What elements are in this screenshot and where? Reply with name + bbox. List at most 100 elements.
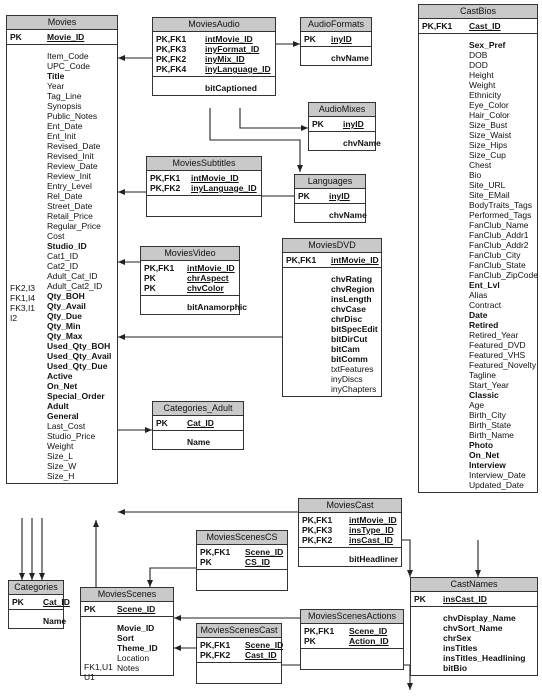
attribute-column: Rel_Date [47, 191, 83, 201]
pk-column: intMovie_ID [205, 34, 253, 44]
index-key-label: FK2,I3 [10, 283, 36, 293]
pk-column: chrAspect [187, 273, 229, 283]
attribute-column: Tagline [469, 370, 496, 380]
index-key-label: U1 [84, 672, 95, 682]
attribute-column: Synopsis [47, 101, 82, 111]
attribute-column: General [47, 411, 79, 421]
key-label: PK,FK2 [302, 535, 333, 545]
pk-column: intMovie_ID [187, 263, 235, 273]
key-label: PK,FK1 [156, 34, 187, 44]
attribute-column: Contract [469, 300, 502, 310]
pk-column: inyLanguage_ID [191, 183, 257, 193]
attribute-column: Size_Bust [469, 120, 508, 130]
attribute-column: FanClub_Addr2 [469, 240, 529, 250]
pk-column: Scene_ID [349, 626, 388, 636]
attribute-column: BodyTraits_Tags [469, 200, 532, 210]
pk-column: intMovie_ID [331, 255, 379, 265]
key-label: PK [304, 34, 316, 44]
attribute-column: Updated_Date [469, 480, 524, 490]
attribute-column: Active [47, 371, 73, 381]
attribute-column: Special_Order [47, 391, 105, 401]
attribute-column: Title [47, 71, 65, 81]
attribute-column: Featured_DVD [469, 340, 526, 350]
attribute-column: Sort [117, 633, 134, 643]
attribute-column: Public_Notes [47, 111, 98, 121]
attribute-section [197, 663, 281, 683]
attribute-column: Size_H [47, 471, 75, 481]
attribute-column: Hair_Color [469, 110, 510, 120]
attribute-column: insTitles [443, 643, 478, 653]
attribute-column: inyChapters [331, 384, 377, 394]
pk-column: chvColor [187, 283, 224, 293]
attribute-column: FanClub_Name [469, 220, 529, 230]
entity-title: MoviesAudio [153, 18, 275, 32]
attribute-column: Used_Qty_Avail [47, 351, 112, 361]
attribute-column: Theme_ID [117, 643, 158, 653]
attribute-column: Ent_Init [47, 131, 76, 141]
attribute-column: Ethnicity [469, 90, 502, 100]
key-label: PK,FK1 [150, 173, 181, 183]
attribute-column: FanClub_ZipCode [469, 270, 538, 280]
entity-title: MoviesScenesCS [197, 531, 287, 545]
attribute-column: insLength [331, 294, 372, 304]
attribute-column: bitBio [443, 663, 468, 673]
attribute-column: Entry_Level [47, 181, 92, 191]
attribute-column: Age [469, 400, 485, 410]
attribute-column: Featured_Novelty [469, 360, 537, 370]
index-key-label: FK3,I1 [10, 303, 36, 313]
entity-title: CastBios [419, 5, 537, 19]
key-label: PK [144, 273, 156, 283]
entity-title: MoviesDVD [283, 239, 381, 253]
attribute-column: FanClub_State [469, 260, 526, 270]
attribute-column: Performed_Tags [469, 210, 532, 220]
attribute-column: Adult [47, 401, 69, 411]
attribute-section: chvName [309, 132, 381, 150]
attribute-column: Site_EMail [469, 190, 510, 200]
index-key-label: FK1,I4 [10, 293, 36, 303]
attribute-column: Cost [47, 231, 65, 241]
attribute-column: Studio_ID [47, 241, 87, 251]
key-label: PK,FK1 [200, 640, 231, 650]
pk-column: intMovie_ID [349, 515, 397, 525]
attribute-column: bitDirCut [331, 334, 368, 344]
key-label: PK,FK4 [156, 64, 187, 74]
attribute-column: Eye_Color [469, 100, 509, 110]
attribute-section: bitHeadliner [299, 548, 401, 566]
pk-column: Cast_ID [245, 650, 277, 660]
pk-column: Movie_ID [47, 32, 85, 42]
entity-title: Languages [295, 175, 365, 189]
attribute-column: bitComm [331, 354, 368, 364]
attribute-column: insTitles_Headlining [443, 653, 526, 663]
attribute-column: Size_W [47, 461, 77, 471]
attribute-column: Start_Year [469, 380, 509, 390]
entity-title: MoviesScenesActions [301, 610, 403, 624]
pk-column: CS_ID [245, 557, 271, 567]
attribute-column: Review_Init [47, 171, 91, 181]
attribute-column: Notes [117, 663, 140, 673]
entity-title: Categories [9, 581, 63, 595]
attribute-column: Size_L [47, 451, 73, 461]
attribute-column: Chest [469, 160, 492, 170]
attribute-column: Street_Date [47, 201, 93, 211]
pk-column: inyFormat_ID [205, 44, 260, 54]
key-label: PK [144, 283, 156, 293]
attribute-section [147, 196, 261, 216]
pk-column: inyID [343, 119, 364, 129]
